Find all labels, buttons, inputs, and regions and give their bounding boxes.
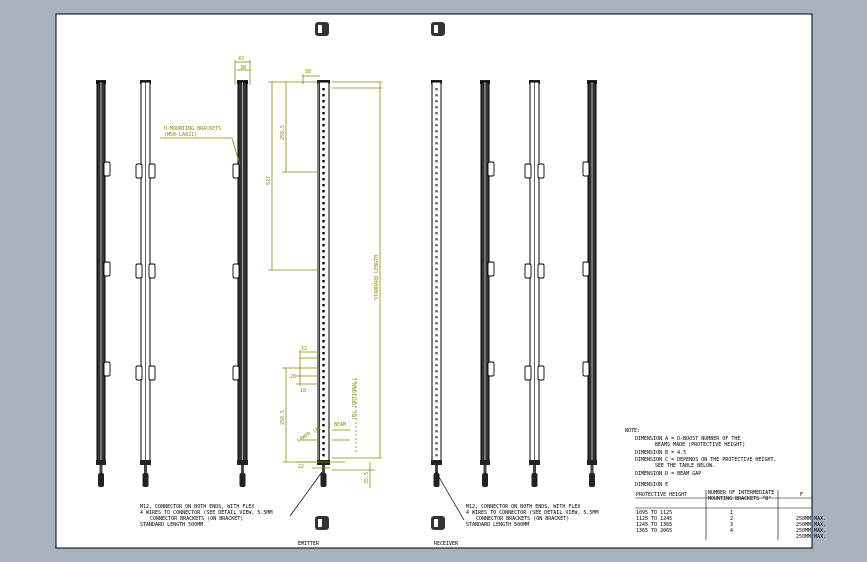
row2-f: 250MM MAX. xyxy=(796,522,826,528)
note-d: DIMENSION D = BEAM GAP xyxy=(635,471,701,477)
light-curtain-bar xyxy=(232,80,248,487)
note-right-4: STANDARD LENGTH 500MM xyxy=(466,522,529,528)
section-marker-bottom-right xyxy=(431,516,445,530)
connector-plug xyxy=(433,473,440,487)
note-b: DIMENSION B = 4.5 xyxy=(635,450,686,456)
connector-plug xyxy=(482,473,488,487)
mounting-bracket xyxy=(537,263,545,279)
dim-span: 527 xyxy=(266,176,272,185)
mounting-bracket xyxy=(524,163,532,179)
mounting-bracket xyxy=(232,163,240,179)
light-curtain-bar xyxy=(135,80,156,487)
notes-block: NOTE: DIMENSION A = D-BOOST NUMBER OF TH… xyxy=(625,428,776,488)
row1-f: 250MM MAX. xyxy=(796,516,826,522)
connector-plug xyxy=(142,473,149,487)
mounting-bracket xyxy=(232,263,240,279)
row3-range: 1245 TO 1365 xyxy=(636,522,672,528)
row1-range: 1095 TO 1125 xyxy=(636,510,672,516)
dim-small-1: 12 xyxy=(301,346,307,352)
row1-count: 1 xyxy=(730,510,733,516)
note-a2: BEAMS MADE (PROTECTIVE HEIGHT) xyxy=(655,442,745,448)
section-marker-top-right xyxy=(431,22,445,36)
table-header-2: NUMBER OF INTERMEDIATE xyxy=(708,490,774,496)
light-curtain-bar xyxy=(431,80,442,487)
dim-beam: BEAM xyxy=(334,422,346,428)
dim-total: STANDARD LENGTH xyxy=(374,255,380,300)
mounting-bracket xyxy=(148,365,156,381)
dim-side-label: (B) (OPTIONAL) xyxy=(352,378,358,420)
dim-bottom: 22 xyxy=(298,464,304,470)
connector-plug xyxy=(531,473,538,487)
mounting-bracket xyxy=(103,161,111,177)
mounting-bracket xyxy=(135,365,143,381)
note-right-1: M12, CONNECTOR ON BOTH ENDS, WITH FLEX xyxy=(466,504,580,510)
mounting-bracket xyxy=(487,261,495,277)
mounting-bracket xyxy=(232,365,240,381)
mounting-bracket xyxy=(103,361,111,377)
row4-count: 4 xyxy=(730,528,733,534)
dim-pitch-a: 250.5 xyxy=(280,125,286,140)
note-c2: SEE THE TABLE BELOW. xyxy=(655,463,715,469)
mounting-bracket xyxy=(537,365,545,381)
mounting-bracket xyxy=(537,163,545,179)
mounting-bracket xyxy=(582,361,590,377)
section-marker-top-left xyxy=(315,22,329,36)
light-curtain-bar xyxy=(96,80,111,487)
connector-plug xyxy=(98,473,104,487)
bracket-note-1: U-MOUNTING BRACKETS xyxy=(164,126,221,132)
caption-receiver: RECEIVER xyxy=(434,541,459,547)
note-right-2: 4 WIRES TO CONNECTOR (SEE DETAIL VIEW, 5… xyxy=(466,510,598,516)
connector-plug xyxy=(239,473,246,487)
note-e: DIMENSION E xyxy=(635,482,668,488)
mounting-bracket xyxy=(103,261,111,277)
row3-f: 250MM MAX. xyxy=(796,528,826,534)
light-curtain-bar xyxy=(480,80,495,487)
mounting-bracket xyxy=(524,263,532,279)
light-curtain-bar xyxy=(524,80,545,487)
mounting-bracket xyxy=(487,161,495,177)
note-left-4: STANDARD LENGTH 500MM xyxy=(140,522,203,528)
note-left-1: M12, CONNECTOR ON BOTH ENDS, WITH FLEX xyxy=(140,504,254,510)
mounting-bracket xyxy=(148,263,156,279)
row3-count: 3 xyxy=(730,522,733,528)
note-a1: DIMENSION A = D-BOOST NUMBER OF THE xyxy=(635,436,740,442)
bracket-table: PROTECTIVE HEIGHT NUMBER OF INTERMEDIATE… xyxy=(635,490,826,540)
note-right-3: CONNECTOR BRACKETS (ON BRACKET) xyxy=(476,516,569,522)
bracket-note-2: (M50-LA021) xyxy=(164,132,197,138)
note-c1: DIMENSION C = DEPENDS ON THE PROTECTIVE … xyxy=(635,457,776,463)
leader-lines xyxy=(289,471,465,521)
mounting-bracket xyxy=(582,161,590,177)
table-header-1: PROTECTIVE HEIGHT xyxy=(636,492,687,498)
bottom-notes: M12, CONNECTOR ON BOTH ENDS, WITH FLEX 4… xyxy=(140,504,598,547)
table-header-4: F xyxy=(800,492,803,498)
dim-width-top-1: 43 xyxy=(238,56,244,62)
dimension-group xyxy=(160,60,382,488)
dim-small-2: 28 xyxy=(290,374,296,380)
row4-range: 1365 TO 2065 xyxy=(636,528,672,534)
notes-title: NOTE: xyxy=(625,428,640,434)
mounting-bracket xyxy=(135,163,143,179)
mounting-bracket xyxy=(135,263,143,279)
connector-plug xyxy=(589,473,595,487)
section-marker-bottom-left xyxy=(315,516,329,530)
note-left-2: 4 WIRES TO CONNECTOR (SEE DETAIL VIEW, 5… xyxy=(140,510,272,516)
connector-plug xyxy=(320,473,327,487)
dim-small-3: 10 xyxy=(300,388,306,394)
mounting-bracket xyxy=(148,163,156,179)
dim-width-top-2: 38 xyxy=(240,65,246,71)
table-header-3: MOUNTING BRACKETS "B" xyxy=(708,496,771,502)
dim-lower: 250.5 xyxy=(280,410,286,425)
light-curtain-bar xyxy=(582,80,597,487)
mounting-bracket xyxy=(582,261,590,277)
row4-f: 250MM MAX. xyxy=(796,534,826,540)
mounting-bracket xyxy=(487,361,495,377)
caption-emitter: EMITTER xyxy=(298,541,320,547)
row2-count: 2 xyxy=(730,516,733,522)
note-left-3: CONNECTOR BRACKETS (ON BRACKET) xyxy=(150,516,243,522)
mounting-bracket xyxy=(524,365,532,381)
row2-range: 1125 TO 1245 xyxy=(636,516,672,522)
dim-side: 35.5 xyxy=(364,472,370,484)
dim-width-body: 38 xyxy=(305,69,311,75)
